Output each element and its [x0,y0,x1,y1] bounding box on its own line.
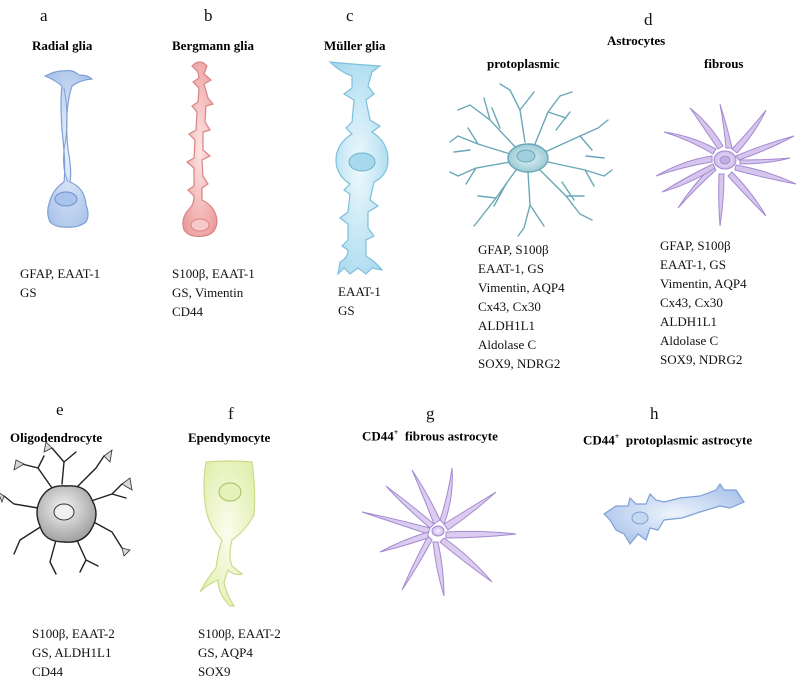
marker-line: GS, Vimentin [172,285,244,300]
marker-line: SOX9 [198,664,231,679]
muller-glia-cell [328,61,389,276]
title-ependymocyte: Ependymocyte [188,430,271,445]
marker-line: SOX9, NDRG2 [478,356,561,371]
title-cd44-protoplasmic-astrocyte: CD44+ protoplasmic astrocyte [583,432,752,448]
title-cd44-fibrous-sup: + [393,428,399,437]
title-fibrous: fibrous [704,56,744,71]
marker-line: S100β, EAAT-2 [198,626,281,641]
marker-line: GFAP, S100β [478,242,549,257]
markers-oligodendrocyte: S100β, EAAT-2 GS, ALDH1L1 CD44 [32,624,115,681]
fibrous-astrocyte-cell [655,103,797,227]
marker-line: GS, ALDH1L1 [32,645,112,660]
marker-line: Aldolase C [478,337,537,352]
title-oligodendrocyte: Oligodendrocyte [10,430,103,445]
marker-line: SOX9, NDRG2 [660,352,743,367]
markers-radial-glia: GFAP, EAAT-1 GS [20,264,100,302]
cd44-fibrous-astrocyte-cell [361,467,517,597]
markers-ependymocyte: S100β, EAAT-2 GS, AQP4 SOX9 [198,624,281,681]
marker-line: S100β, EAAT-1 [172,266,255,281]
marker-line: GS, AQP4 [198,645,253,660]
title-cd44-fibrous-main: CD44 [362,428,394,444]
title-radial-glia: Radial glia [32,38,93,53]
title-cd44-protoplasmic-main: CD44 [583,432,615,448]
title-cd44-protoplasmic-rest: protoplasmic astrocyte [619,432,753,448]
marker-line: Cx43, Cx30 [478,299,541,314]
ependymocyte-cell [199,460,256,607]
markers-fibrous-astrocyte: GFAP, S100β EAAT-1, GS Vimentin, AQP4 Cx… [660,236,747,369]
panel-letter-c: c [346,6,354,25]
marker-line: CD44 [172,304,204,319]
panel-letter-b: b [204,6,213,25]
marker-line: GS [338,303,355,318]
marker-line: S100β, EAAT-2 [32,626,115,641]
markers-protoplasmic-astrocyte: GFAP, S100β EAAT-1, GS Vimentin, AQP4 Cx… [478,240,565,373]
panel-letter-h: h [650,404,659,423]
marker-line: CD44 [32,664,64,679]
protoplasmic-astrocyte-cell [449,83,613,237]
marker-line: GFAP, EAAT-1 [20,266,101,281]
cd44-protoplasmic-astrocyte-cell [603,482,745,546]
radial-glia-cell [43,69,94,228]
title-cd44-protoplasmic-sup: + [614,432,620,441]
panel-letter-e: e [56,400,64,419]
title-bergmann-glia: Bergmann glia [172,38,254,53]
marker-line: Aldolase C [660,333,719,348]
marker-line: ALDH1L1 [660,314,718,329]
oligodendrocyte-cell [0,441,133,575]
markers-muller-glia: EAAT-1 GS [338,282,381,320]
panel-letter-d: d [644,10,653,29]
markers-bergmann-glia: S100β, EAAT-1 GS, Vimentin CD44 [172,264,255,321]
marker-line: Vimentin, AQP4 [478,280,565,295]
title-cd44-fibrous-astrocyte: CD44+ fibrous astrocyte [362,428,498,444]
title-muller-glia: Müller glia [324,38,386,53]
marker-line: GS [20,285,37,300]
marker-line: EAAT-1 [338,284,381,299]
panel-letter-a: a [40,6,48,25]
title-protoplasmic: protoplasmic [487,56,560,71]
title-cd44-fibrous-rest: fibrous astrocyte [398,428,498,444]
marker-line: Vimentin, AQP4 [660,276,747,291]
bergmann-glia-cell [182,61,218,237]
marker-line: EAAT-1, GS [478,261,544,276]
marker-line: ALDH1L1 [478,318,536,333]
panel-letter-f: f [228,404,234,423]
marker-line: GFAP, S100β [660,238,731,253]
panel-letter-g: g [426,404,435,423]
marker-line: EAAT-1, GS [660,257,726,272]
title-astrocytes: Astrocytes [607,33,666,48]
marker-line: Cx43, Cx30 [660,295,723,310]
